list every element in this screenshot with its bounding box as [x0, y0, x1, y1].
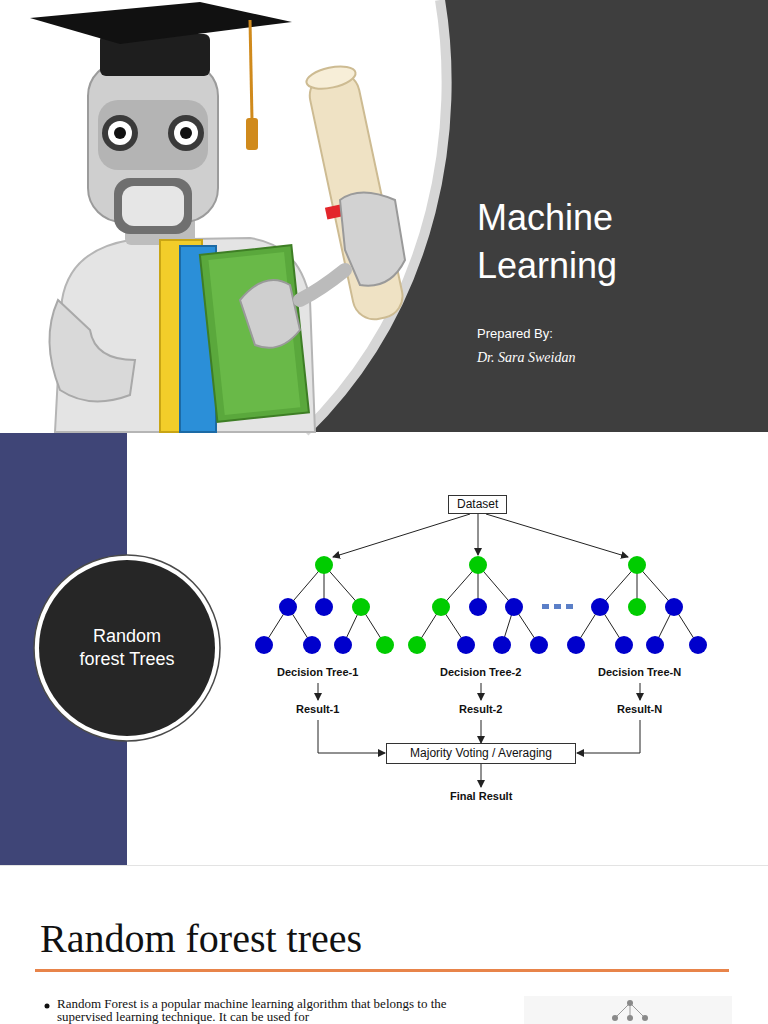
author-caption: Prepared By: [477, 326, 553, 341]
box-text: Majority Voting / Averaging [397, 746, 565, 761]
tree-label: Decision Tree-2 [440, 666, 521, 678]
bullet-dot [45, 1004, 50, 1009]
tree-thumbnail [524, 996, 732, 1024]
final-result-label: Final Result [450, 790, 512, 802]
result-label: Result-N [617, 703, 662, 715]
process-box: Majority Voting / Averaging [386, 743, 576, 764]
panel-curve [305, 0, 447, 432]
tree-label: Decision Tree-N [598, 666, 681, 678]
author-name: Dr. Sara Sweidan [477, 350, 575, 366]
title-panel [305, 0, 768, 432]
circle-text: Random forest Trees [77, 625, 177, 671]
tree-label: Decision Tree-1 [277, 666, 358, 678]
result-arrows [318, 683, 640, 787]
circle-fill [39, 560, 215, 736]
circle-outline [33, 554, 221, 742]
box-text: Dataset [457, 497, 498, 512]
process-box: Dataset [448, 495, 507, 514]
result-label: Result-1 [296, 703, 339, 715]
split-arrows [333, 514, 628, 557]
slide-divider [0, 865, 768, 866]
tree-branches [264, 565, 698, 645]
result-label: Result-2 [459, 703, 502, 715]
tree-nodes [255, 556, 707, 654]
title-circle: Random forest Trees [33, 554, 221, 742]
robot-illustration [30, 2, 407, 432]
circle-ring [34, 555, 220, 741]
slide-heading: Random forest trees [40, 915, 362, 962]
slide-title: Machine Learning [477, 194, 677, 290]
heading-rule [35, 969, 729, 972]
bullet-text: Random Forest is a popular machine learn… [57, 997, 497, 1023]
